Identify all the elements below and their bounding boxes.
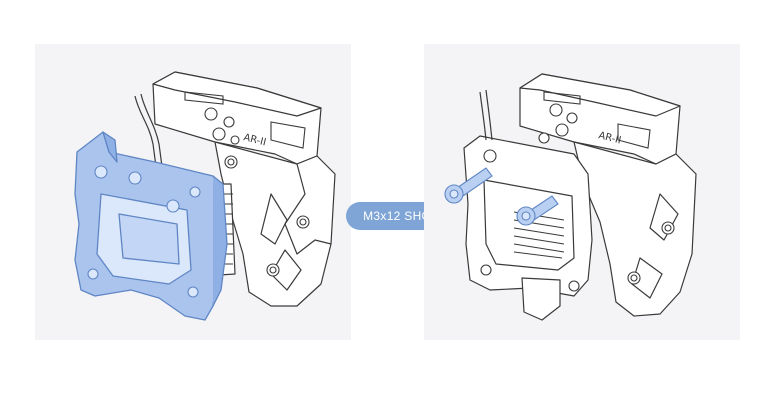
assembled-holes <box>480 103 675 292</box>
step-2-illustration: AR-II <box>444 73 697 321</box>
filament-tubes <box>134 93 164 175</box>
front-plate-highlighted <box>74 131 228 321</box>
step-1-illustration: AR-II <box>74 71 336 321</box>
step-2-panel: AR-II <box>424 44 740 340</box>
nozzle-block <box>521 277 561 321</box>
step-1-panel: AR-II <box>35 44 351 340</box>
assembled-filament-tubes <box>479 89 493 141</box>
screw-upper-left-icon <box>444 167 493 204</box>
front-plate-holes <box>87 165 201 298</box>
engraving-text: AR-II <box>242 132 267 148</box>
screw-center-icon <box>516 195 559 226</box>
assembled-body-side <box>573 141 697 317</box>
assembled-engraving-text: AR-II <box>597 130 622 146</box>
top-holes <box>204 107 310 277</box>
